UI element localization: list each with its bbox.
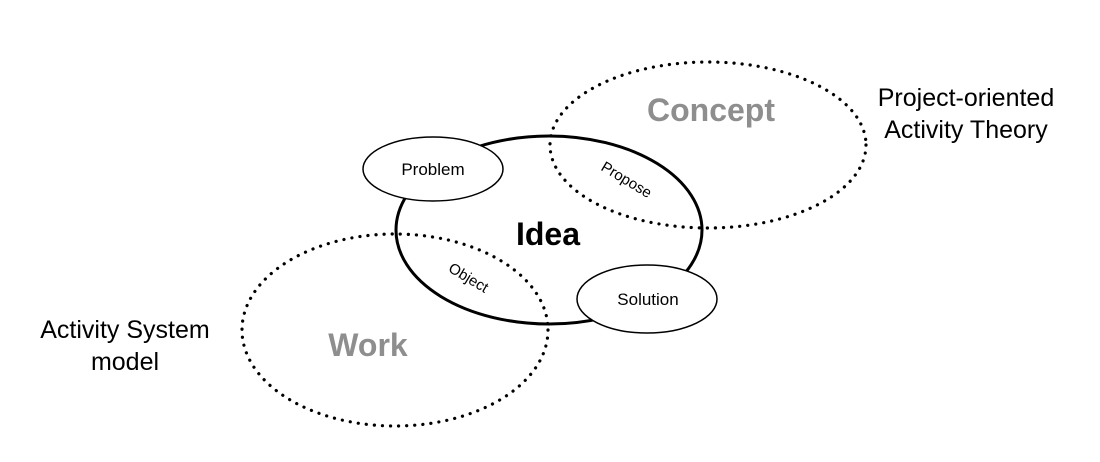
solution-ellipse	[576, 264, 718, 334]
left-caption-line1: Activity System	[40, 316, 209, 344]
left-caption-line2: model	[91, 348, 159, 376]
work-label: Work	[328, 327, 408, 363]
problem-label: Problem	[401, 160, 464, 179]
concept-dotted-ellipse	[548, 60, 868, 230]
problem-ellipse	[362, 136, 504, 202]
object-label: Object	[445, 260, 492, 297]
solution-label: Solution	[617, 290, 678, 309]
idea-ellipse	[394, 134, 704, 326]
idea-label: Idea	[516, 216, 580, 252]
concept-label: Concept	[647, 92, 775, 128]
right-caption-line2: Activity Theory	[884, 116, 1048, 144]
propose-label: Propose	[598, 158, 655, 201]
work-dotted-ellipse	[240, 232, 550, 428]
right-caption-line1: Project-oriented	[878, 84, 1054, 112]
